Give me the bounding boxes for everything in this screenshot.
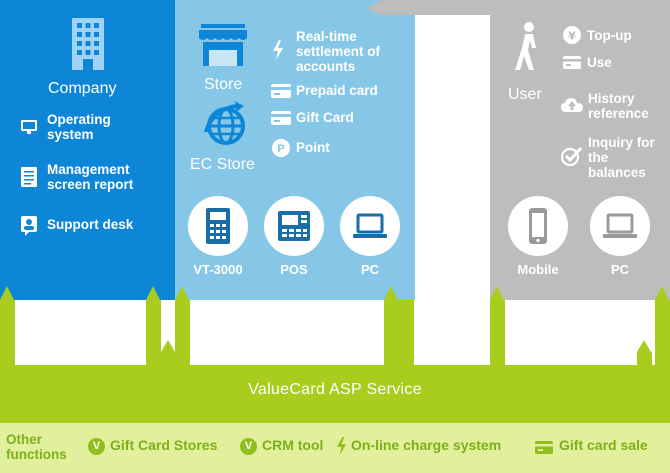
user-pc-circle — [590, 196, 650, 256]
mobile-phone-icon — [529, 208, 547, 244]
laptop-icon — [353, 213, 387, 238]
arrowhead-store-bottom-l — [175, 286, 189, 300]
user-to-store-arrow — [380, 0, 490, 15]
laptop-icon — [603, 213, 637, 238]
arrowhead-company-left — [0, 286, 14, 300]
store-feature-label: Point — [296, 140, 330, 155]
connector-store-bottom — [175, 300, 190, 370]
other-item-gift-card-sale: Gift card sale — [559, 437, 648, 453]
support-icon — [21, 216, 37, 241]
cloud-icon — [561, 96, 583, 117]
other-functions-label: Other functions — [6, 432, 82, 462]
company-item-support-desk: Support desk — [47, 217, 172, 232]
terminal-icon — [206, 208, 230, 244]
monitor-icon — [20, 119, 38, 140]
user-feature-label: Inquiry for the balances — [588, 135, 655, 180]
ec-store-title: EC Store — [190, 156, 255, 173]
company-item-operating-system: Operating system — [47, 112, 147, 142]
prepaid-card-icon — [271, 84, 291, 103]
user-feature-history: History reference — [588, 91, 668, 121]
connector-company-right — [146, 300, 161, 370]
arrowhead-store-right — [399, 352, 413, 366]
report-icon — [21, 167, 37, 192]
globe-icon — [200, 100, 250, 155]
user-feature-inquiry: Inquiry for the balances — [588, 135, 668, 180]
device-user-pc-label: PC — [610, 262, 630, 277]
arrowhead-store-left — [161, 340, 175, 352]
asp-service-band: ValueCard ASP Service — [0, 365, 670, 423]
store-feature-gift-card: Gift Card — [296, 110, 411, 125]
svg-text:P: P — [277, 143, 284, 155]
other-item-crm-tool: CRM tool — [262, 437, 324, 453]
pos-circle — [264, 196, 324, 256]
card-icon — [535, 441, 553, 459]
device-store-pc-label: PC — [360, 262, 380, 277]
user-to-store-arrowhead — [366, 0, 382, 16]
pos-icon — [278, 211, 310, 241]
vt3000-circle — [188, 196, 248, 256]
connector-user-right — [655, 300, 670, 370]
lightning-icon — [336, 437, 347, 460]
point-icon: P — [272, 139, 290, 162]
checkmark-icon — [560, 146, 583, 171]
store-pc-circle — [340, 196, 400, 256]
arrowhead-store-bottom-r — [384, 286, 398, 300]
device-vt3000-label: VT-3000 — [193, 262, 243, 277]
connector-store-bottom-r — [384, 300, 399, 370]
asp-service-label: ValueCard ASP Service — [248, 381, 422, 398]
yen-icon: ¥ — [563, 26, 581, 49]
gift-card-icon — [271, 111, 291, 130]
store-title: Store — [204, 76, 243, 93]
device-mobile-label: Mobile — [517, 262, 559, 277]
store-feature-realtime: Real-time settlement of accounts — [296, 29, 411, 74]
store-feature-point: Point — [296, 140, 411, 155]
building-icon — [70, 18, 106, 75]
svg-text:¥: ¥ — [568, 30, 576, 43]
lightning-icon — [272, 40, 284, 65]
user-feature-label: History reference — [588, 91, 649, 121]
arrowhead-company-right — [146, 286, 160, 300]
card-icon — [563, 56, 581, 74]
other-item-online-charge: On-line charge system — [351, 437, 502, 453]
arrowhead-user-mid — [637, 340, 651, 352]
company-item-label: Support desk — [47, 217, 134, 232]
user-feature-label: Top-up — [587, 28, 632, 43]
store-feature-label: Real-time settlement of accounts — [296, 29, 381, 74]
other-functions-band — [0, 423, 670, 473]
walking-person-icon — [514, 22, 542, 77]
store-feature-prepaid: Prepaid card — [296, 83, 411, 98]
store-feature-label: Prepaid card — [296, 83, 378, 98]
user-feature-label: Use — [587, 55, 612, 70]
store-icon — [197, 20, 249, 73]
arrowhead-user-right — [655, 286, 669, 300]
other-functions-label-text: Other functions — [6, 432, 67, 462]
other-item-gift-card-stores: Gift Card Stores — [110, 437, 218, 453]
store-feature-label: Gift Card — [296, 110, 354, 125]
user-feature-use: Use — [587, 55, 667, 70]
company-item-label: Management screen report — [47, 162, 134, 192]
v-badge-icon: V — [88, 438, 105, 455]
company-item-management: Management screen report — [47, 162, 172, 192]
arrowhead-user-left — [490, 286, 504, 300]
device-pos-label: POS — [280, 262, 308, 277]
connector-company-left — [0, 300, 15, 370]
company-title: Company — [48, 80, 117, 97]
user-feature-topup: Top-up — [587, 28, 667, 43]
connector-user-left — [490, 300, 505, 370]
user-title: User — [508, 86, 542, 103]
mobile-circle — [508, 196, 568, 256]
v-badge-icon: V — [240, 438, 257, 455]
company-item-label: Operating system — [47, 112, 111, 142]
